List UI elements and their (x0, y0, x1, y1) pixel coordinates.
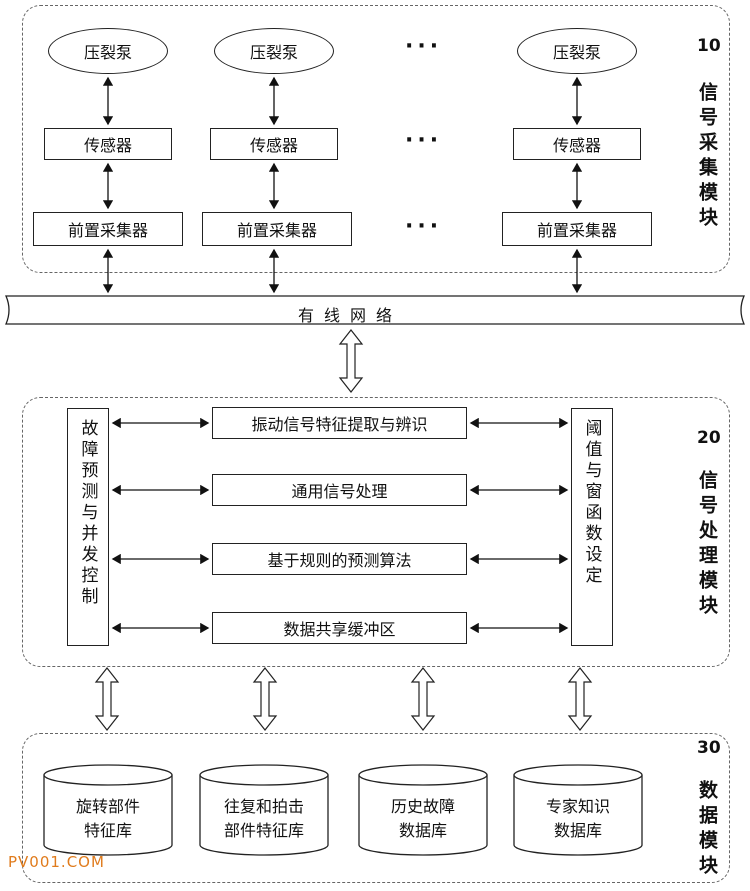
pump-label: 压裂泵 (552, 43, 601, 62)
module-20-name: 信号处理模块 (696, 470, 718, 620)
db-label-line: 专家知识 (545, 797, 610, 816)
front-collector-3: 前置采集器 (502, 212, 652, 246)
processing-data-hollow-arrow-3 (410, 667, 436, 731)
shared-buffer-box: 数据共享缓冲区 (212, 612, 467, 644)
ellipsis-row-pump: ··· (405, 34, 443, 59)
vibration-feature-label: 振动信号特征提取与辨识 (251, 415, 428, 434)
collector-label: 前置采集器 (536, 221, 617, 240)
module-10-number: 10 (697, 36, 721, 56)
front-collector-1: 前置采集器 (33, 212, 183, 246)
signal-processing-module (22, 397, 730, 667)
fracturing-pump-1: 压裂泵 (48, 28, 168, 74)
sensor-label: 传感器 (249, 136, 298, 155)
db-label-line: 历史故障 (390, 797, 455, 816)
module-20-number: 20 (697, 428, 721, 448)
network-processing-hollow-arrow (338, 329, 364, 393)
reciprocating-parts-db-label: 往复和拍击 部件特征库 (202, 795, 326, 843)
rule-prediction-label: 基于规则的预测算法 (267, 551, 412, 570)
ellipsis-row-sensor: ··· (405, 128, 443, 153)
collector-label: 前置采集器 (67, 221, 148, 240)
db-label-line: 特征库 (83, 821, 132, 840)
pump-label: 压裂泵 (83, 43, 132, 62)
general-signal-processing-box: 通用信号处理 (212, 474, 467, 506)
module-10-name: 信号采集模块 (696, 82, 718, 232)
rule-prediction-box: 基于规则的预测算法 (212, 543, 467, 575)
data-module (22, 733, 730, 883)
ellipsis-row-collector: ··· (405, 214, 443, 239)
processing-data-hollow-arrow-1 (94, 667, 120, 731)
db-label-line: 往复和拍击 (223, 797, 304, 816)
threshold-window-box: 阈值与窗函数设定 (571, 408, 613, 646)
threshold-window-label: 阈值与窗函数设定 (581, 419, 602, 587)
rotating-parts-db-label: 旋转部件 特征库 (46, 795, 170, 843)
sensor-3: 传感器 (513, 128, 641, 160)
processing-data-hollow-arrow-4 (567, 667, 593, 731)
module-30-number: 30 (697, 738, 721, 758)
history-fault-db-label: 历史故障 数据库 (361, 795, 485, 843)
db-label-line: 数据库 (553, 821, 602, 840)
general-signal-label: 通用信号处理 (291, 482, 388, 501)
sensor-2: 传感器 (210, 128, 338, 160)
db-label-line: 旋转部件 (75, 797, 140, 816)
module-30-name: 数据模块 (696, 780, 718, 880)
fault-prediction-label: 故障预测与并发控制 (77, 419, 98, 608)
front-collector-2: 前置采集器 (202, 212, 352, 246)
sensor-1: 传感器 (44, 128, 172, 160)
sensor-label: 传感器 (552, 136, 601, 155)
fracturing-pump-2: 压裂泵 (214, 28, 334, 74)
vibration-feature-box: 振动信号特征提取与辨识 (212, 407, 467, 439)
pump-label: 压裂泵 (249, 43, 298, 62)
processing-data-hollow-arrow-2 (252, 667, 278, 731)
wired-network-label: 有线网络 (298, 306, 403, 325)
expert-knowledge-db-label: 专家知识 数据库 (516, 795, 640, 843)
watermark: PV001.COM (8, 853, 105, 871)
db-label-line: 部件特征库 (223, 821, 304, 840)
db-label-line: 数据库 (398, 821, 447, 840)
fault-prediction-concurrency-box: 故障预测与并发控制 (67, 408, 109, 646)
shared-buffer-label: 数据共享缓冲区 (283, 620, 396, 639)
signal-acquisition-module (22, 5, 730, 273)
fracturing-pump-3: 压裂泵 (517, 28, 637, 74)
sensor-label: 传感器 (83, 136, 132, 155)
collector-label: 前置采集器 (236, 221, 317, 240)
